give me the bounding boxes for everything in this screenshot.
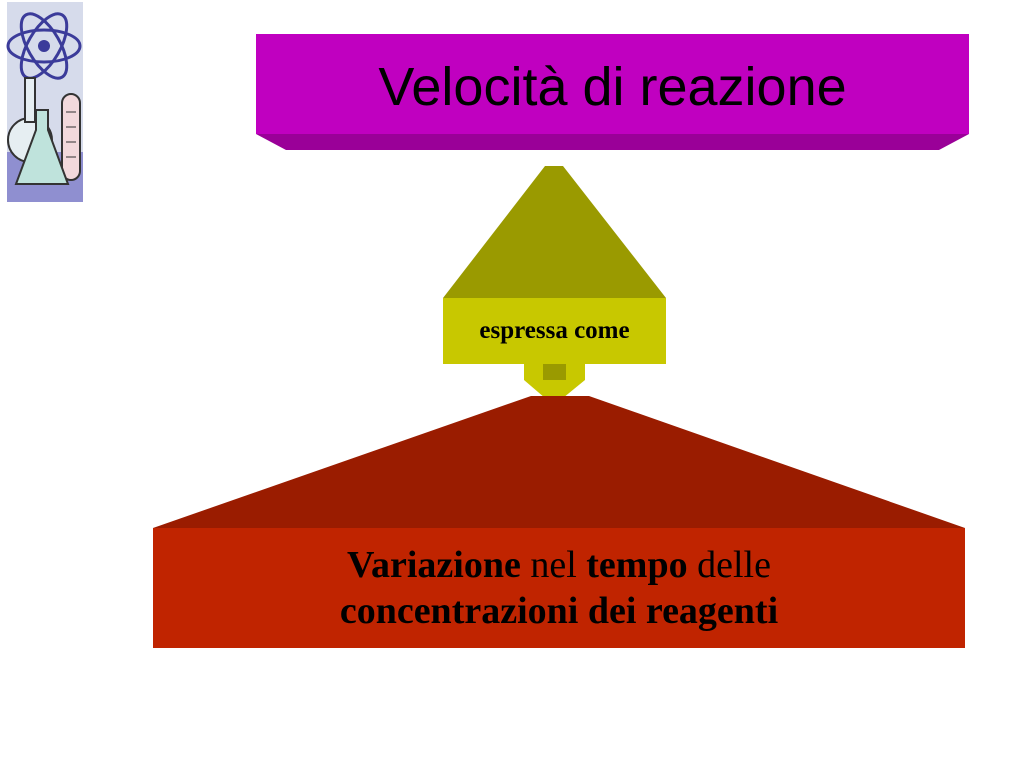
definition-line-2: concentrazioni dei reagenti	[340, 589, 778, 635]
chemistry-clipart-icon	[6, 2, 84, 202]
word-nel: nel	[520, 544, 587, 587]
connector-label: espressa come	[479, 317, 630, 344]
definition-line-1: Variazione nel tempo delle	[347, 543, 771, 589]
word-delle: delle	[687, 544, 771, 587]
definition-box-shape	[153, 396, 965, 648]
term-variazione: Variazione	[347, 544, 521, 587]
title-box-shape	[256, 34, 969, 150]
term-tempo: tempo	[586, 544, 688, 587]
definition-text: Variazione nel tempo delle concentrazion…	[153, 530, 965, 648]
page-title: Velocità di reazione	[378, 57, 847, 117]
title-box: Velocità di reazione	[256, 34, 969, 150]
term-concentrazioni: concentrazioni dei reagenti	[339, 590, 779, 632]
connector-arrow	[443, 166, 666, 398]
